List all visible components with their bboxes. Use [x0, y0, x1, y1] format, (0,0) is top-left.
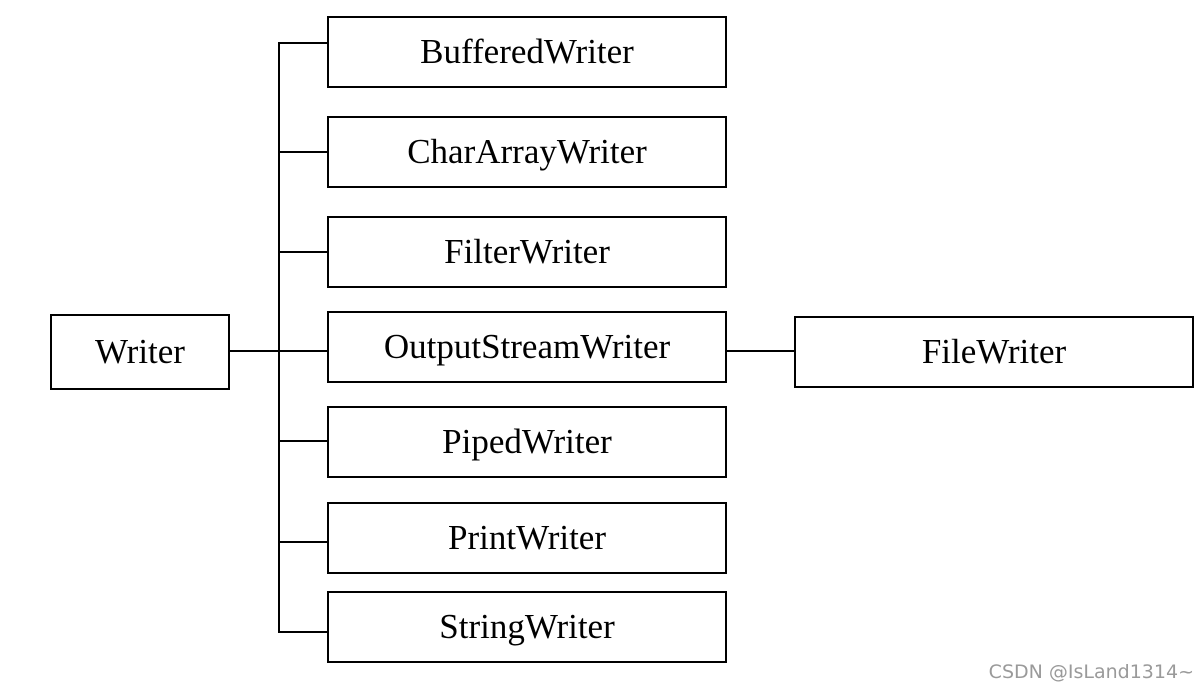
node-label: PipedWriter: [442, 422, 612, 461]
node-label: OutputStreamWriter: [383, 327, 671, 366]
branch-connector: [278, 631, 328, 633]
branch-connector: [278, 251, 328, 253]
node-filewriter: FileWriter: [794, 316, 1194, 388]
node-writer: Writer: [50, 314, 230, 390]
node-label: Writer: [95, 332, 185, 371]
node-bufferedwriter: BufferedWriter: [327, 16, 727, 88]
trunk-line: [278, 42, 280, 633]
node-label: CharArrayWriter: [407, 132, 647, 171]
branch-connector: [278, 42, 328, 44]
branch-connector: [278, 350, 328, 352]
node-label: FilterWriter: [444, 232, 610, 271]
branch-connector: [278, 151, 328, 153]
node-pipedwriter: PipedWriter: [327, 406, 727, 478]
node-stringwriter: StringWriter: [327, 591, 727, 663]
watermark-text: CSDN @IsLand1314~: [988, 661, 1194, 683]
node-label: BufferedWriter: [420, 32, 634, 71]
node-label: PrintWriter: [448, 518, 606, 557]
node-printwriter: PrintWriter: [327, 502, 727, 574]
node-chararraywriter: CharArrayWriter: [327, 116, 727, 188]
node-outputstreamwriter: OutputStreamWriter: [327, 311, 727, 383]
node-label: StringWriter: [439, 607, 615, 646]
node-filterwriter: FilterWriter: [327, 216, 727, 288]
branch-connector: [278, 440, 328, 442]
node-label: FileWriter: [921, 332, 1067, 371]
branch-connector: [278, 541, 328, 543]
grandchild-connector: [726, 350, 796, 352]
root-connector: [229, 350, 280, 352]
